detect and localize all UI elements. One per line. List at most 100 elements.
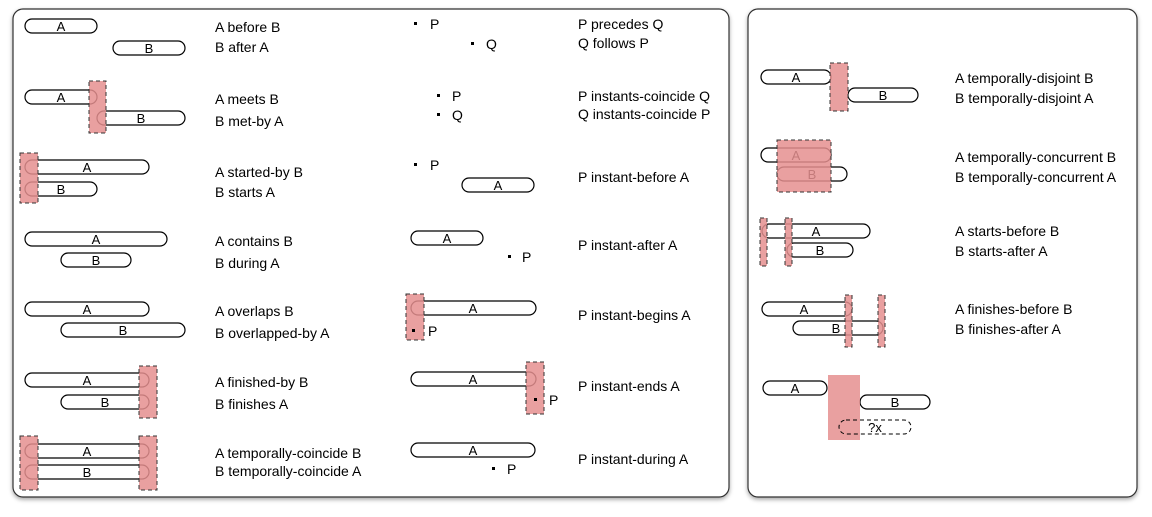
instant-after-line1: P instant-after A (578, 237, 678, 253)
highlight-region (405, 293, 425, 341)
relation-startsbefore-line2: B starts-after A (955, 243, 1048, 259)
interval-b-bar (60, 252, 132, 268)
interval-a-label: A (791, 381, 800, 396)
point-p-dot (534, 398, 537, 401)
highlight-region-b-end (877, 294, 886, 348)
interval-a-label: A (92, 232, 101, 247)
relation-meets-line1: A meets B (215, 91, 279, 107)
gap-region (828, 375, 860, 440)
relation-finishes-diagram: A B (24, 365, 158, 419)
relation-disjoint-line2: B temporally-disjoint A (955, 90, 1094, 106)
highlight-region (525, 361, 545, 415)
interval-a-label: A (469, 372, 478, 387)
interval-a-bar (24, 231, 168, 247)
highlight-region-end (138, 435, 158, 491)
interval-a-label: A (812, 224, 821, 239)
interval-b-label: B (832, 321, 841, 336)
point-p-label: P (452, 88, 461, 104)
relation-concurrent-diagram: A B (760, 139, 848, 193)
relation-startsbefore-line1: A starts-before B (955, 223, 1059, 239)
relation-coincide-diagram: A B (19, 435, 158, 491)
interval-b-bar (112, 40, 186, 56)
instant-before-diagram: P A (414, 157, 535, 193)
interval-a-label: A (83, 373, 92, 388)
interval-b-label: B (145, 41, 154, 56)
interval-b-label: B (816, 243, 825, 258)
interval-a-bar (24, 301, 150, 317)
relation-startsbefore-diagram: A B (759, 217, 871, 267)
interval-b-label: B (92, 253, 101, 268)
instant-coincide-line2: Q instants-coincide P (578, 106, 710, 122)
point-q-dot (437, 113, 440, 116)
instant-ends-line1: P instant-ends A (578, 378, 680, 394)
relation-overlaps-line1: A overlaps B (215, 303, 294, 319)
interval-b-label: B (101, 395, 110, 410)
instant-after-diagram: A P (410, 230, 531, 265)
point-p-dot (414, 22, 417, 25)
interval-b-label: B (137, 111, 146, 126)
interval-b-label: B (119, 323, 128, 338)
highlight-region (88, 80, 107, 134)
interval-a-label: A (83, 444, 92, 459)
interval-a-bar (410, 230, 484, 246)
relation-unknown-diagram: A B ?x (762, 375, 931, 440)
highlight-region-a-end (844, 294, 853, 348)
relation-finishesbefore-diagram: A B (761, 294, 886, 348)
relation-before-diagram: A B (24, 18, 186, 56)
relation-contains-line2: B during A (215, 255, 280, 271)
point-q-dot (471, 42, 474, 45)
instant-during-line1: P instant-during A (578, 451, 689, 467)
instant-coincide-line1: P instants-coincide Q (578, 88, 710, 104)
point-p-label: P (507, 461, 516, 477)
interval-a-label: A (57, 90, 66, 105)
interval-a-label: A (57, 19, 66, 34)
interval-a-label: A (469, 443, 478, 458)
relation-before-line1: A before B (215, 19, 280, 35)
interval-a-label: A (83, 302, 92, 317)
instant-ends-diagram: A P (410, 361, 558, 415)
highlight-region-b-start (784, 217, 793, 267)
interval-b-label: B (57, 182, 66, 197)
relation-finishes-line1: A finished-by B (215, 374, 308, 390)
instant-begins-line1: P instant-begins A (578, 307, 691, 323)
interval-a-bar (762, 380, 828, 396)
instant-before-line1: P instant-before A (578, 169, 690, 185)
relation-overlaps-line2: B overlapped-by A (215, 325, 330, 341)
point-p-dot (492, 467, 495, 470)
left-panel (12, 8, 730, 498)
interval-a-bar (461, 177, 535, 193)
point-p-dot (414, 163, 417, 166)
relation-starts-line1: A started-by B (215, 164, 303, 180)
highlight-region (829, 62, 849, 112)
interval-a-label: A (494, 178, 503, 193)
interval-b-label: B (879, 88, 888, 103)
interval-b-bar (60, 322, 186, 338)
relation-starts-diagram: A B (19, 152, 150, 204)
point-p-dot (412, 329, 415, 332)
relation-coincide-line2: B temporally-coincide A (215, 463, 362, 479)
point-p-dot (437, 94, 440, 97)
unknown-interval-bar (838, 419, 912, 435)
point-p-label: P (430, 157, 439, 173)
point-p-label: P (430, 16, 439, 32)
relation-starts-line2: B starts A (215, 184, 276, 200)
point-p-label: P (522, 249, 531, 265)
instant-precedes-line1: P precedes Q (578, 16, 663, 32)
relation-contains-line1: A contains B (215, 233, 293, 249)
relation-finishesbefore-line1: A finishes-before B (955, 301, 1073, 317)
relation-meets-line2: B met-by A (215, 113, 284, 129)
relation-concurrent-line2: B temporally-concurrent A (955, 169, 1117, 185)
instant-precedes-diagram: P Q (414, 16, 497, 52)
point-p-label: P (549, 392, 558, 408)
interval-a-label: A (469, 301, 478, 316)
point-q-label: Q (452, 107, 463, 123)
highlight-region-start (19, 435, 39, 491)
highlight-region (776, 139, 832, 193)
point-p-label: P (428, 323, 437, 339)
interval-a-bar (410, 442, 536, 458)
relation-finishesbefore-line2: B finishes-after A (955, 321, 1061, 337)
relation-finishes-line2: B finishes A (215, 396, 289, 412)
relation-before-line2: B after A (215, 39, 269, 55)
unknown-interval-label: ?x (868, 420, 882, 435)
